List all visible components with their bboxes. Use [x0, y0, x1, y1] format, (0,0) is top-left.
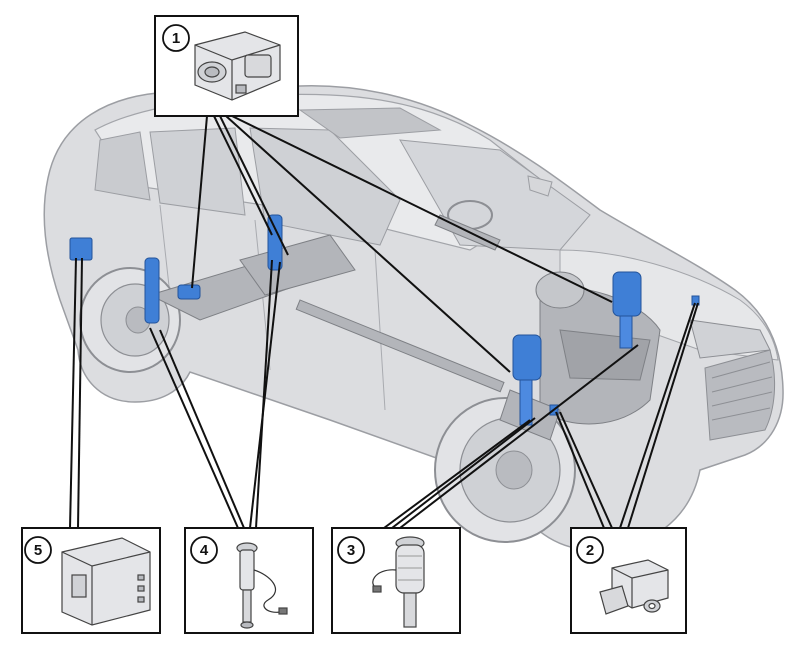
- callout-box-4: 4: [184, 527, 314, 634]
- compressor-illustration: [194, 31, 281, 101]
- chassis: [148, 214, 661, 441]
- side-window-rear: [149, 127, 246, 216]
- rear-wheel: [79, 267, 181, 373]
- control-module-illustration: [61, 537, 151, 626]
- front-strut-illustration: [372, 536, 425, 628]
- headlight: [689, 319, 771, 359]
- level-sensor-illustration: [599, 559, 669, 615]
- callout-box-3: 3: [331, 527, 461, 634]
- callout-box-5: 5: [21, 527, 161, 634]
- compressor-installed: [177, 284, 201, 300]
- rear-strut-illustration: [236, 542, 288, 629]
- callout-number: 1: [172, 30, 180, 47]
- callout-box-2: 2: [570, 527, 687, 634]
- callout-box-1: 1: [154, 15, 299, 117]
- installed-components: [69, 214, 700, 426]
- callout-number: 2: [586, 542, 594, 559]
- grille-slats: [711, 361, 773, 421]
- sunroof: [298, 107, 442, 139]
- front-strut-left: [512, 334, 542, 426]
- front-strut-right: [612, 271, 642, 349]
- callout-number: 4: [200, 542, 209, 559]
- callout-number: 3: [347, 542, 355, 559]
- callout-number: 5: [34, 542, 42, 559]
- rear-strut-left: [144, 257, 160, 324]
- level-sensor-front-right: [691, 295, 700, 306]
- rear-strut-right: [267, 214, 283, 271]
- control-module-installed: [69, 237, 93, 261]
- rear-window: [94, 131, 151, 201]
- car-illustration: [43, 85, 784, 551]
- leader-lines: [69, 115, 699, 529]
- side-window-front: [249, 127, 401, 246]
- side-mirror: [527, 175, 553, 197]
